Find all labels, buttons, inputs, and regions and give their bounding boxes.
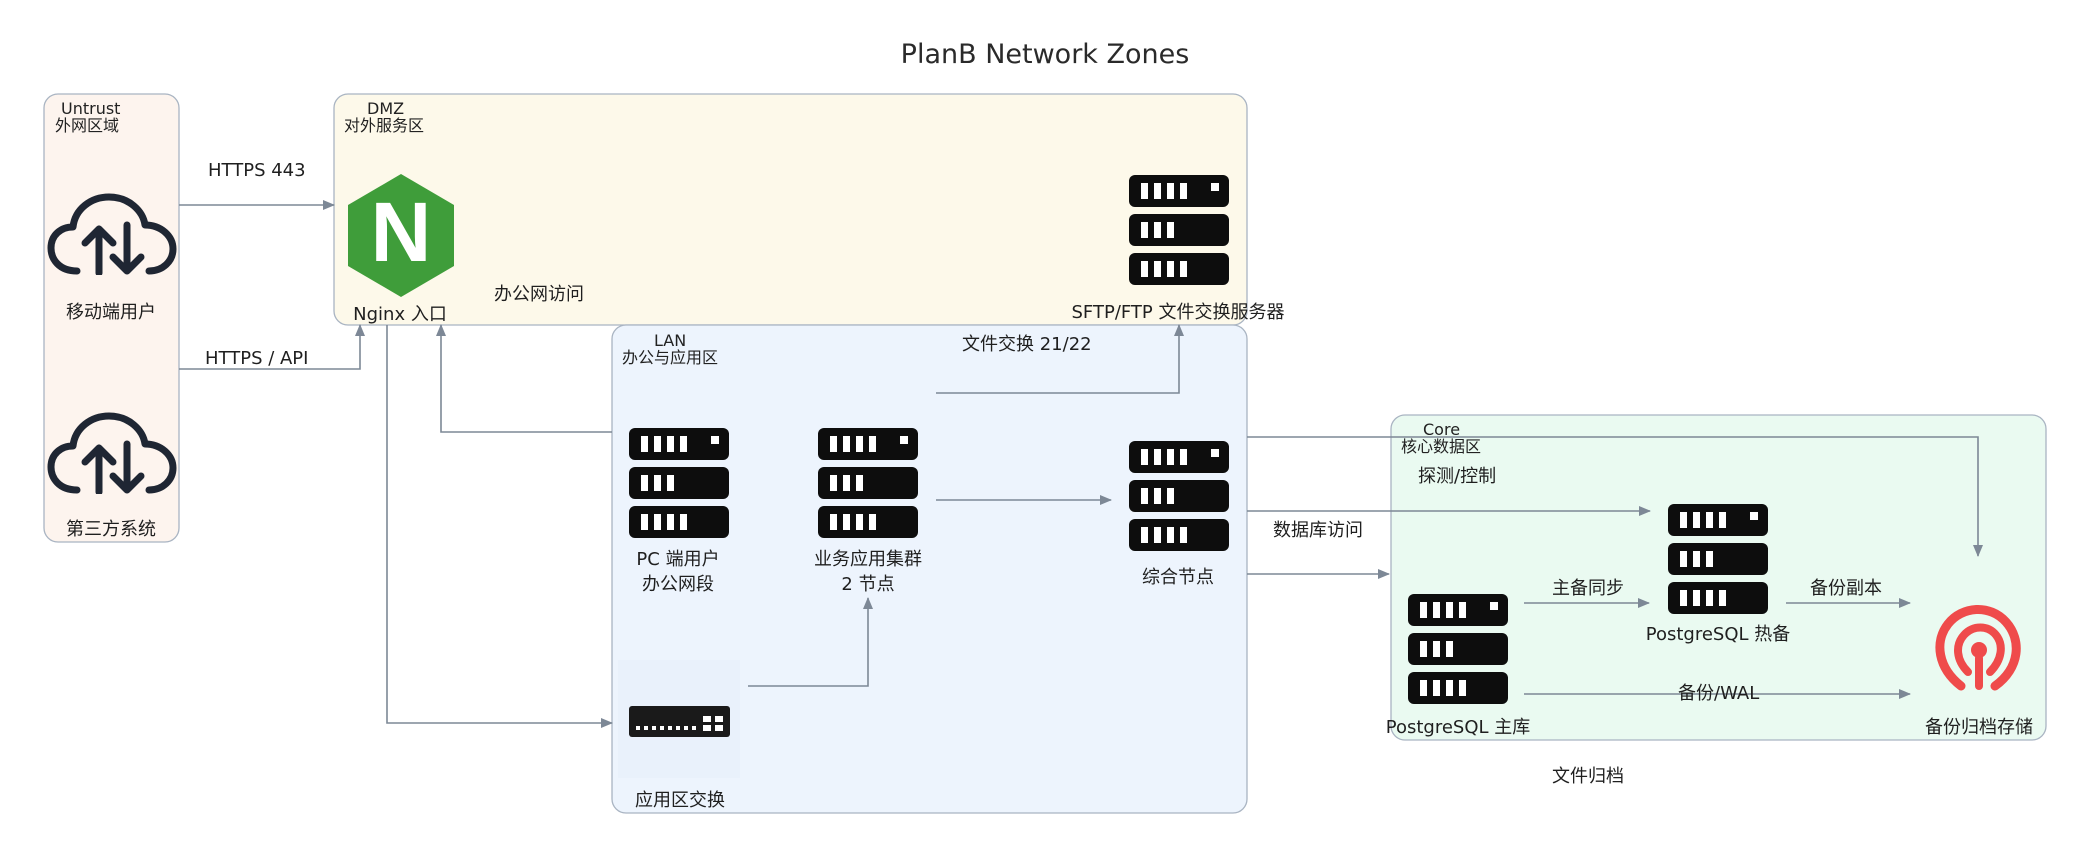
node-pg-standby[interactable]: PostgreSQL 热备	[1646, 504, 1791, 645]
edge-label-file-exchange: 文件交换 21/22	[962, 334, 1092, 355]
server-rack-icon	[1408, 594, 1508, 704]
node-sftp-server-label: SFTP/FTP 文件交换服务器	[1072, 302, 1285, 323]
node-app-switch[interactable]: 应用区交换	[618, 660, 740, 811]
edge-file-archive	[1247, 436, 1983, 557]
node-app-switch-label: 应用区交换	[635, 790, 725, 811]
zone-dmz-desc: 对外服务区	[344, 116, 424, 135]
node-nginx[interactable]: N Nginx 入口	[348, 174, 454, 325]
node-backup-storage[interactable]: 备份归档存储	[1925, 605, 2033, 738]
edge-thirdparty-to-nginx	[179, 324, 365, 370]
server-rack-icon	[1129, 441, 1229, 551]
edge-label-db-access: 数据库访问	[1273, 520, 1363, 541]
edge-to-sftp	[936, 324, 1184, 394]
diagram-title: PlanB Network Zones	[901, 39, 1190, 70]
server-rack-icon	[1129, 175, 1229, 285]
node-sftp-server[interactable]: SFTP/FTP 文件交换服务器	[1072, 175, 1285, 323]
node-pc-users-sublabel: 办公网段	[642, 574, 714, 595]
node-mobile-users-label: 移动端用户	[66, 302, 156, 323]
zone-untrust-name: Untrust	[61, 99, 120, 118]
node-backup-storage-label: 备份归档存储	[1925, 717, 2033, 738]
server-rack-icon	[629, 428, 729, 538]
edge-label-https-api: HTTPS / API	[205, 348, 308, 369]
network-switch-icon	[629, 706, 730, 737]
node-pg-primary-label: PostgreSQL 主库	[1386, 717, 1531, 738]
edge-label-backup-wal: 备份/WAL	[1678, 683, 1759, 704]
node-app-cluster[interactable]: 业务应用集群 2 节点	[814, 428, 922, 595]
node-pg-primary[interactable]: PostgreSQL 主库	[1386, 594, 1531, 738]
edge-label-backup-copy: 备份副本	[1810, 578, 1882, 599]
node-app-cluster-sublabel: 2 节点	[841, 574, 894, 595]
server-rack-icon	[1668, 504, 1768, 614]
node-pc-users-label: PC 端用户	[636, 549, 719, 570]
zone-lan: LAN 办公与应用区	[611, 324, 1248, 814]
nginx-logo-icon: N	[348, 174, 454, 297]
zone-lan-desc: 办公与应用区	[622, 348, 718, 367]
node-third-party-label: 第三方系统	[66, 519, 156, 540]
node-app-cluster-label: 业务应用集群	[814, 549, 922, 570]
zone-untrust-desc: 外网区域	[55, 116, 119, 135]
zone-lan-name: LAN	[654, 331, 686, 350]
ceph-storage-icon	[1935, 605, 2021, 691]
edges	[179, 200, 1983, 728]
node-pg-standby-label: PostgreSQL 热备	[1646, 624, 1791, 645]
node-nginx-label: Nginx 入口	[353, 304, 447, 325]
node-pc-users[interactable]: PC 端用户 办公网段	[629, 428, 729, 595]
edge-nginx-to-switch	[386, 325, 613, 728]
edge-pc-to-nginx	[436, 324, 612, 433]
zone-core-desc: 核心数据区	[1401, 437, 1481, 456]
edge-label-office-access: 办公网访问	[494, 284, 584, 305]
node-mobile-users[interactable]: 移动端用户	[51, 197, 173, 323]
zone-dmz: DMZ 对外服务区	[333, 93, 1248, 326]
svg-text:N: N	[371, 185, 432, 279]
node-combined-label: 综合节点	[1142, 567, 1214, 588]
edge-label-https-443: HTTPS 443	[208, 160, 306, 181]
edge-label-probe-control: 探测/控制	[1418, 466, 1496, 487]
server-rack-icon	[818, 428, 918, 538]
zone-dmz-name: DMZ	[367, 99, 404, 118]
zone-core-name: Core	[1423, 420, 1460, 439]
node-combined[interactable]: 综合节点	[1129, 441, 1229, 588]
zone-core: Core 核心数据区	[1390, 414, 2047, 741]
edge-switch-to-cluster	[748, 597, 873, 687]
edge-label-file-archive: 文件归档	[1552, 766, 1624, 787]
edge-label-primary-sync: 主备同步	[1552, 578, 1624, 599]
node-third-party[interactable]: 第三方系统	[51, 416, 173, 540]
